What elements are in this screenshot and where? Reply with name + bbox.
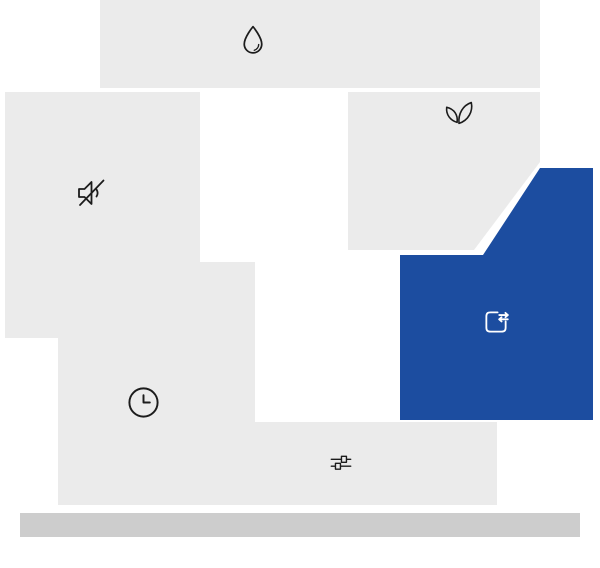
sliders-icon [330, 455, 352, 470]
tile-water[interactable] [100, 0, 540, 88]
remote-control-icon [485, 311, 509, 333]
clock-icon [128, 387, 159, 418]
bottom-bar [20, 513, 580, 537]
tile-settings[interactable] [200, 422, 497, 505]
leaves-icon [445, 101, 473, 125]
speaker-muted-icon [78, 179, 105, 206]
water-drop-icon [243, 25, 263, 54]
